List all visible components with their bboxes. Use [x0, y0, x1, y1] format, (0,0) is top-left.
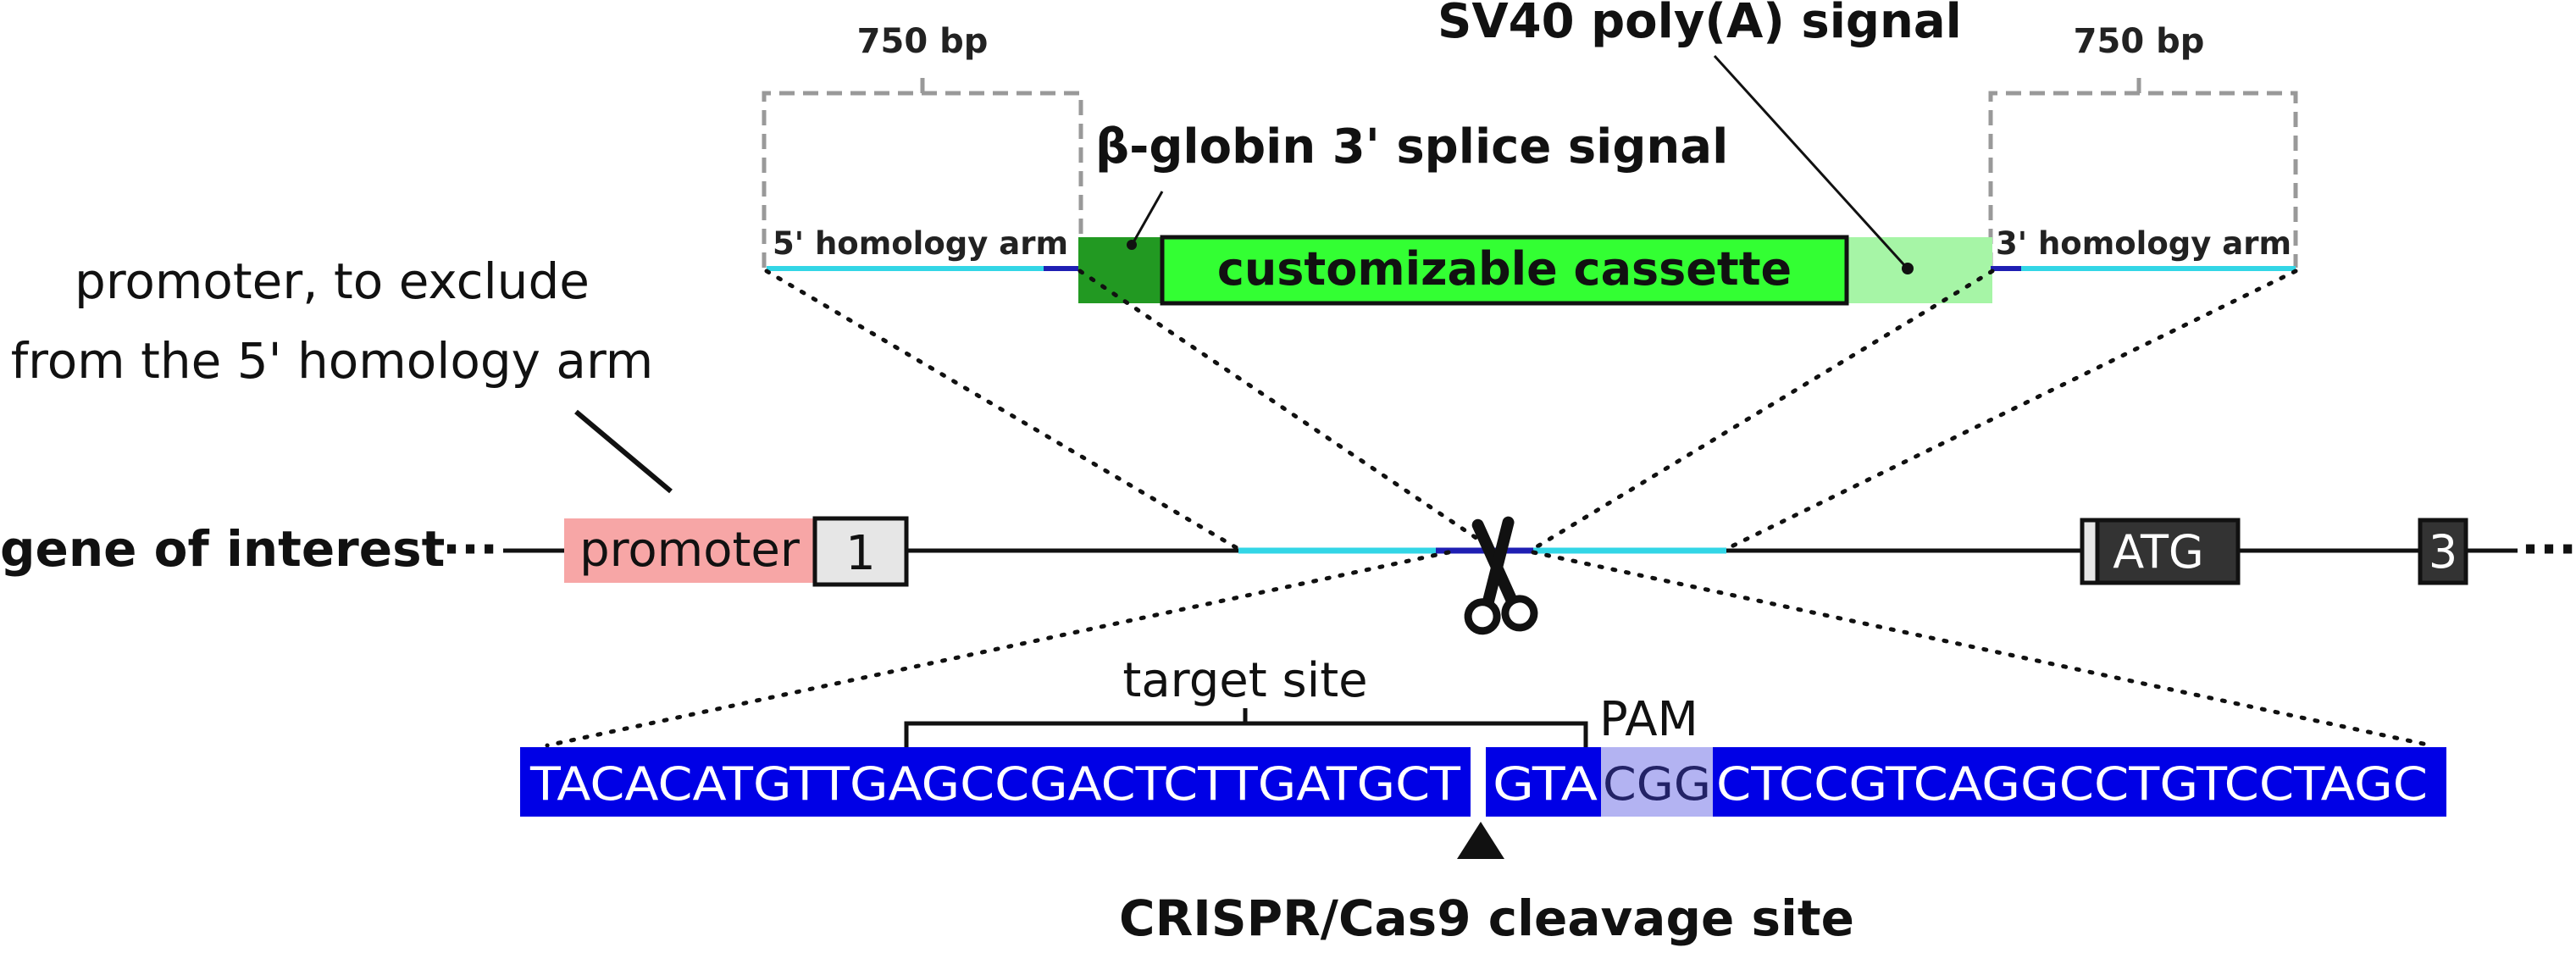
- right-bp-label: 750 bp: [2074, 22, 2205, 61]
- splice-signal-dot: [1127, 240, 1137, 250]
- target-site-label: target site: [1122, 653, 1367, 708]
- polya-signal-dot: [1902, 263, 1914, 274]
- splice-signal-block: [1078, 237, 1163, 303]
- promoter-note-line1: promoter, to exclude: [75, 252, 590, 310]
- sequence-part2: GTA: [1493, 757, 1598, 811]
- splice-signal-label: β-globin 3' splice signal: [1095, 119, 1728, 175]
- exon-atg-utr: [2080, 518, 2100, 585]
- pam-label: PAM: [1599, 692, 1698, 747]
- exon-atg-label: ATG: [2113, 525, 2204, 579]
- left-bp-bracket: [762, 69, 1083, 268]
- exon-3: [2418, 518, 2468, 585]
- splice-signal-pointer: [1132, 191, 1164, 243]
- gene-label: gene of interest: [0, 520, 445, 578]
- cleavage-site-label: CRISPR/Cas9 cleavage site: [1119, 889, 1854, 947]
- customizable-cassette: [1160, 235, 1849, 306]
- left-bp-label: 750 bp: [857, 22, 989, 61]
- sequence-projection-lines: [545, 550, 2434, 748]
- promoter-note-pointer: [574, 409, 673, 494]
- triangle-up-icon: [1457, 822, 1504, 859]
- left-homology-arm-label: 5' homology arm: [773, 225, 1068, 262]
- polya-signal-block: [1847, 237, 1992, 303]
- sequence-block-left: [520, 747, 1471, 817]
- exon-atg: [2095, 518, 2241, 585]
- exon-3-label: 3: [2429, 525, 2457, 579]
- scissors-icon: [1464, 516, 1538, 635]
- donor-projection-lines: [764, 269, 2298, 551]
- gene-ellipsis-left: ···: [442, 520, 498, 578]
- polya-signal-label: SV40 poly(A) signal: [1438, 0, 1962, 49]
- exon-1: [812, 516, 909, 587]
- polya-signal-pointer: [1713, 54, 1907, 268]
- right-bp-bracket: [1988, 69, 2298, 268]
- sequence-part1: TACACATGTTGAGCCGACTCTTGATGCT: [529, 757, 1461, 811]
- sequence-part3: CTCCGTCAGGCCTGTCCTAGC: [1716, 757, 2428, 811]
- cassette-label: customizable cassette: [1217, 242, 1792, 296]
- pam-highlight: [1601, 747, 1713, 817]
- promoter-label: promoter: [579, 523, 800, 578]
- right-homology-arm-label: 3' homology arm: [1996, 225, 2291, 262]
- target-site-bracket: [904, 721, 1588, 747]
- promoter-block: [564, 518, 815, 583]
- exon-1-label: 1: [845, 526, 876, 581]
- promoter-note-line2: from the 5' homology arm: [11, 332, 654, 390]
- gene-ellipsis-right: ···: [2521, 520, 2576, 578]
- sequence-pam: CGG: [1603, 757, 1711, 811]
